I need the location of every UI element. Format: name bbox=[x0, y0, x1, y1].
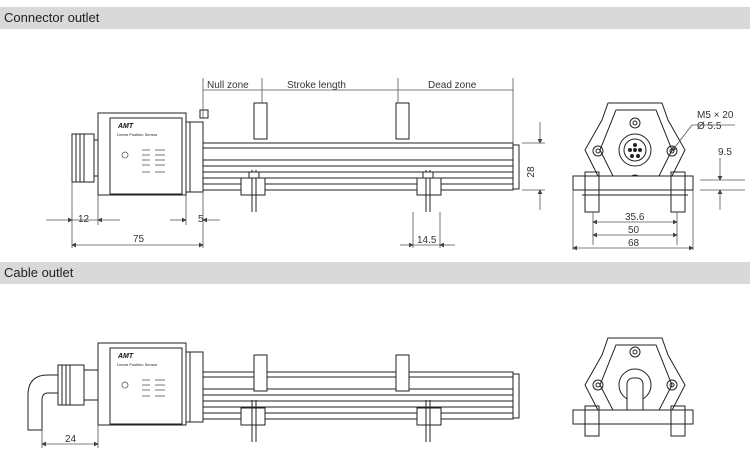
dim-m5x20: M5 × 20 bbox=[697, 110, 734, 121]
product-label: Linear Position Sensor bbox=[117, 132, 158, 137]
mounting-clamp-right bbox=[416, 170, 442, 212]
dim-dia-5-5: Ø 5.5 bbox=[697, 121, 722, 132]
dim-12: 12 bbox=[78, 214, 90, 225]
bottom-dimensions bbox=[46, 182, 455, 248]
clamp-right-cable bbox=[416, 400, 442, 442]
dim-5: 5 bbox=[198, 214, 204, 225]
spec-lines-cable bbox=[121, 379, 165, 397]
connector-side-view bbox=[71, 102, 520, 212]
section-title-cable: Cable outlet bbox=[4, 265, 74, 280]
mounting-clamp-left bbox=[240, 170, 266, 212]
dim-dead-zone: Dead zone bbox=[428, 80, 477, 91]
cable-gland bbox=[57, 364, 99, 406]
dim-9-5: 9.5 bbox=[718, 147, 732, 158]
spec-lines bbox=[121, 149, 165, 173]
clamp-left-cable bbox=[240, 400, 266, 442]
dim-50: 50 bbox=[628, 225, 640, 236]
sensor-head bbox=[97, 109, 209, 196]
dim-35-6: 35.6 bbox=[625, 212, 645, 223]
dim-75: 75 bbox=[133, 234, 145, 245]
section-title-connector: Connector outlet bbox=[4, 10, 100, 25]
section-header-connector: Connector outlet bbox=[0, 7, 750, 29]
cable-side-view bbox=[27, 342, 520, 442]
cable-dimension bbox=[41, 425, 99, 448]
connector-end-view bbox=[572, 102, 694, 213]
end-view-dimensions bbox=[572, 124, 745, 251]
dim-stroke-length: Stroke length bbox=[287, 80, 346, 91]
brand-label-cable: AMT bbox=[117, 353, 134, 360]
dim-24: 24 bbox=[65, 434, 77, 445]
section-header-cable: Cable outlet bbox=[0, 262, 750, 284]
slider-dead bbox=[395, 102, 410, 140]
product-label-cable: Linear Position Sensor bbox=[117, 362, 158, 367]
top-dimensions bbox=[202, 78, 514, 143]
dim-null-zone: Null zone bbox=[207, 80, 249, 91]
cable-end-view bbox=[572, 337, 694, 437]
slider-null bbox=[253, 102, 268, 140]
dim-68: 68 bbox=[628, 238, 640, 249]
cable-elbow bbox=[27, 374, 61, 431]
connector-plug bbox=[71, 133, 99, 183]
dim-28: 28 bbox=[526, 166, 537, 178]
sensor-head-cable bbox=[97, 342, 204, 426]
brand-label: AMT bbox=[117, 123, 134, 130]
height-dimension bbox=[522, 122, 545, 210]
dim-14-5: 14.5 bbox=[417, 235, 437, 246]
